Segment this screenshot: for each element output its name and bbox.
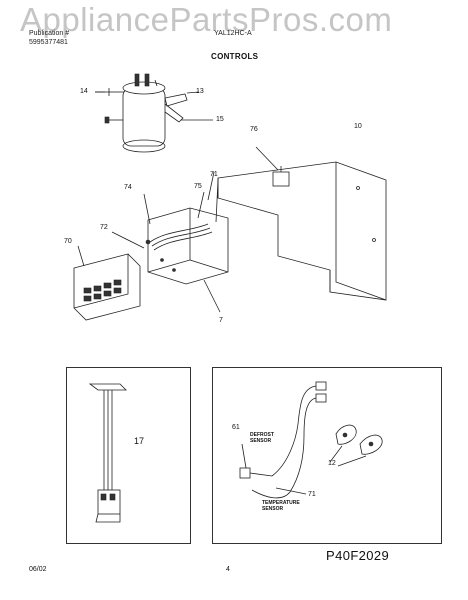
callout-10: 10: [354, 123, 362, 130]
callout-74: 74: [124, 184, 132, 191]
sensors-box: [212, 367, 442, 544]
publication-number: 5995377481: [29, 39, 68, 46]
callout-17: 17: [134, 436, 145, 446]
section-title: CONTROLS: [211, 52, 259, 61]
publication-label: Publication #: [29, 30, 70, 37]
watermark-text: AppliancePartsPros.com: [20, 1, 393, 38]
callout-72: 72: [100, 224, 108, 231]
diagram-code: P40F2029: [326, 548, 390, 563]
wiring-harness-17-drawing: [88, 383, 127, 523]
control-assembly-drawing: [73, 146, 387, 321]
footer-date: 06/02: [29, 566, 47, 573]
callout-71: 71: [210, 171, 218, 178]
sensors-drawing: [239, 381, 383, 499]
callout-12: 12: [328, 460, 336, 467]
callout-71-sensor: 71: [308, 491, 316, 498]
model-number: YAL12HC-A: [214, 30, 252, 37]
callout-7: 7: [219, 317, 223, 324]
callout-61: 61: [232, 424, 240, 431]
capacitor-drawing: [95, 73, 213, 153]
callout-76: 76: [250, 126, 258, 133]
callout-13: 13: [196, 88, 204, 95]
temperature-sensor-label: TEMPERATURE SENSOR: [262, 500, 300, 512]
part-17-box: [66, 367, 191, 544]
callout-14: 14: [80, 88, 88, 95]
callout-75: 75: [194, 183, 202, 190]
callout-15: 15: [216, 116, 224, 123]
footer-page-number: 4: [226, 566, 230, 573]
defrost-sensor-label: DEFROST SENSOR: [250, 432, 274, 444]
callout-70: 70: [64, 238, 72, 245]
